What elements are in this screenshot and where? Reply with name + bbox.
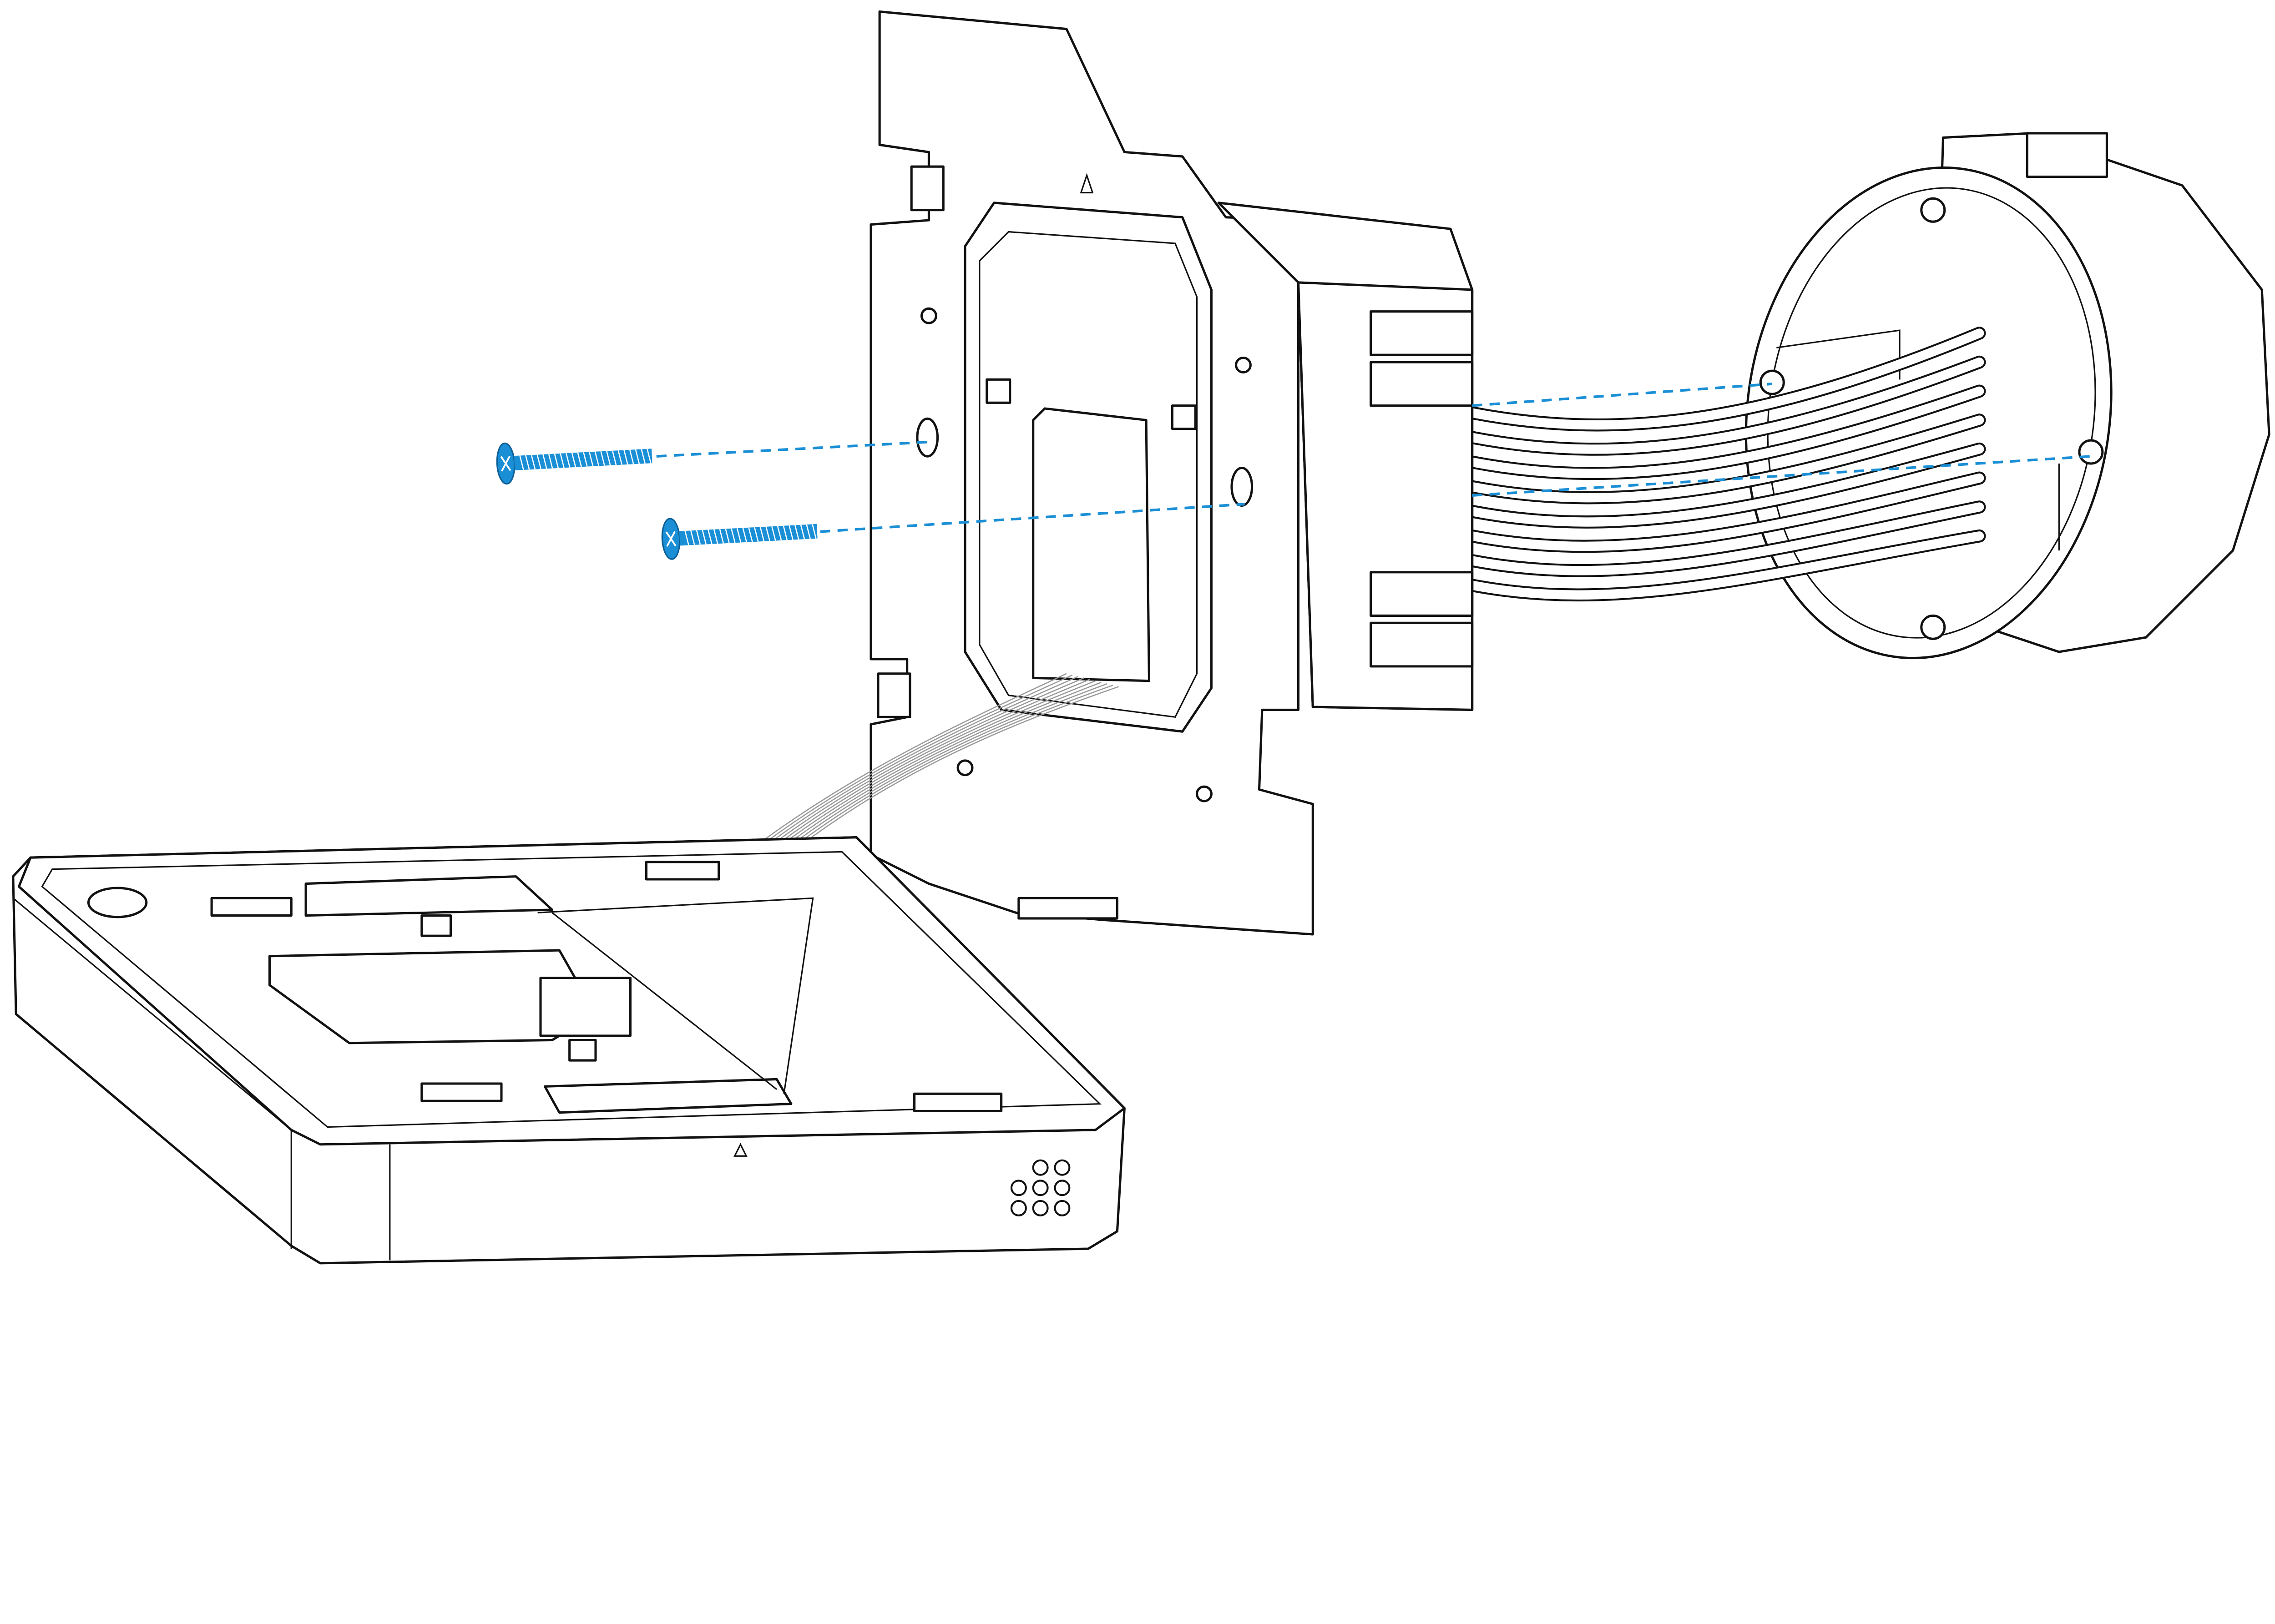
screw-thread xyxy=(588,452,594,467)
vent-hole xyxy=(1054,1159,1071,1176)
screw-thread xyxy=(647,449,652,464)
screw-thread xyxy=(612,450,617,465)
screw-thread xyxy=(566,453,571,468)
screw-thread xyxy=(794,525,799,540)
wire-core xyxy=(1467,444,1984,527)
screw-thread xyxy=(594,451,600,466)
electrical-box xyxy=(1744,132,2270,660)
wire-core xyxy=(1467,531,1984,600)
screw-thread xyxy=(583,452,588,467)
screw-thread xyxy=(536,454,541,469)
wire-core xyxy=(1467,502,1984,575)
screw-thread xyxy=(560,453,565,468)
screw-thread xyxy=(742,528,748,543)
vent-hole xyxy=(1054,1200,1071,1216)
screw-thread xyxy=(731,528,736,543)
vent-hole xyxy=(1054,1180,1071,1196)
screw-thread xyxy=(765,526,770,541)
screw-thread xyxy=(690,530,695,545)
wire-bundle xyxy=(1466,327,1986,602)
screw-thread xyxy=(812,524,817,539)
vent-hole xyxy=(1032,1180,1049,1196)
screw-shaft xyxy=(514,449,652,470)
guide-line xyxy=(1472,383,1773,407)
vent-hole xyxy=(1032,1159,1049,1176)
screw-thread xyxy=(542,454,547,469)
junction-adapter xyxy=(1217,202,1474,711)
thermostat-base xyxy=(12,836,1126,1265)
screw-thread xyxy=(548,454,553,469)
screw-thread xyxy=(617,450,623,465)
screw-thread xyxy=(702,530,707,545)
screw-thread xyxy=(623,450,628,465)
screw-thread xyxy=(554,454,559,469)
installation-diagram xyxy=(12,10,2270,1265)
wire-core xyxy=(1467,415,1984,503)
screw-thread xyxy=(736,528,742,543)
vent-holes xyxy=(1010,1159,1071,1216)
screw-thread xyxy=(641,449,646,464)
wire-core xyxy=(1467,357,1984,454)
screw-thread xyxy=(606,451,611,466)
screw-thread xyxy=(725,529,730,544)
screw-thread xyxy=(571,453,576,468)
screw-thread xyxy=(771,526,776,541)
guide-lines xyxy=(656,383,2091,533)
screw-thread xyxy=(759,527,765,542)
phillips-slot-icon xyxy=(665,531,677,547)
guide-line xyxy=(820,503,1245,533)
screw-thread xyxy=(531,454,536,469)
guide-line xyxy=(656,440,932,458)
screw-thread xyxy=(600,451,605,466)
phillips-slot-icon xyxy=(500,455,511,472)
wire-core xyxy=(1467,386,1984,478)
wall-plate xyxy=(870,10,1314,936)
screw-thread xyxy=(783,525,788,540)
screw-thread xyxy=(748,527,753,542)
screw-thread xyxy=(635,449,640,464)
screw-thread xyxy=(789,525,794,540)
screw-thread xyxy=(708,530,713,545)
screw-thread xyxy=(777,526,782,541)
screw-thread xyxy=(713,529,718,544)
screw-thread xyxy=(519,455,524,470)
screw-thread xyxy=(696,530,701,545)
screw-thread xyxy=(800,525,805,540)
vent-hole xyxy=(1010,1180,1027,1196)
vent-hole xyxy=(1032,1200,1049,1216)
screw-thread xyxy=(629,449,634,464)
screw-thread xyxy=(719,529,724,544)
mounting-screw[interactable] xyxy=(496,436,653,485)
screw-thread xyxy=(577,452,582,467)
screw-thread xyxy=(753,527,759,542)
screw-thread xyxy=(684,530,689,545)
wire-core xyxy=(1467,473,1984,551)
screw-thread xyxy=(806,524,811,539)
vent-hole xyxy=(1010,1200,1027,1216)
wire-core xyxy=(1467,328,1984,430)
screw-thread xyxy=(525,455,530,470)
screw-shaft xyxy=(679,524,818,546)
mounting-screw[interactable] xyxy=(661,511,818,560)
